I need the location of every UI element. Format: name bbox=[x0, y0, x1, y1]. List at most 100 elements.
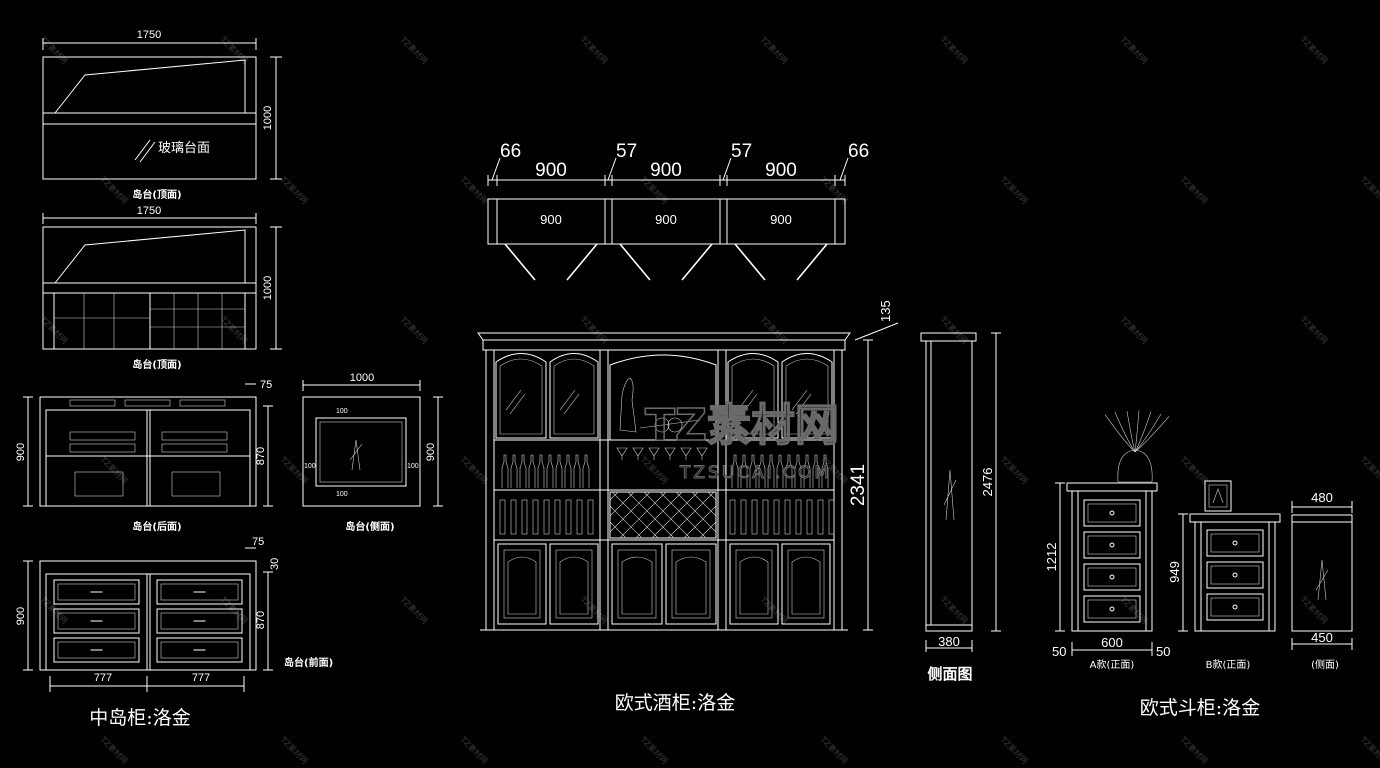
drawer bbox=[1083, 531, 1141, 559]
drawer-knob bbox=[1232, 540, 1238, 546]
dim-small: 75 bbox=[252, 536, 264, 548]
cabinet-door bbox=[729, 543, 779, 625]
glass-door bbox=[549, 353, 599, 439]
watermark-tile: TZ素材网 bbox=[1358, 174, 1380, 206]
drawer-panel bbox=[57, 612, 136, 630]
watermark-url: TZSUCAI.COM bbox=[679, 463, 832, 483]
wine-cabinet-side-view: 2476 380 侧面图 bbox=[920, 332, 1001, 683]
lattice-bar bbox=[691, 491, 717, 517]
drawer-knob bbox=[1109, 606, 1115, 612]
cabinet-door-arch bbox=[559, 556, 589, 615]
glass-reflection bbox=[563, 393, 580, 415]
margin-top: 100 bbox=[336, 408, 348, 415]
cabinet-door bbox=[497, 543, 547, 625]
island-top-view-2: 1750 1000 岛台(顶面) bbox=[42, 205, 282, 371]
chest-model-b: 949 B款(正面) bbox=[1167, 480, 1281, 671]
rack-slot bbox=[795, 499, 802, 535]
bottle bbox=[767, 454, 775, 488]
bottle bbox=[731, 454, 739, 488]
flower-stem bbox=[1134, 416, 1170, 453]
lattice-bar bbox=[619, 491, 667, 539]
watermark-tile: TZ素材网 bbox=[998, 734, 1030, 766]
wine-cabinet-plan-view: 66 57 57 66 900 900 900 900 900 900 bbox=[487, 141, 869, 281]
watermark-tile: TZ素材网 bbox=[398, 314, 430, 346]
glass-top-label: 玻璃台面 bbox=[158, 140, 210, 155]
drawer-knob bbox=[1109, 542, 1115, 548]
watermark-tile: TZ素材网 bbox=[98, 454, 130, 486]
view-caption: 岛台(后面) bbox=[132, 520, 181, 533]
watermark-tile: TZ素材网 bbox=[938, 34, 970, 66]
bottle bbox=[582, 454, 590, 488]
watermark-tile: TZ素材网 bbox=[578, 594, 610, 626]
rack-slot bbox=[751, 499, 758, 535]
rack-slot bbox=[521, 499, 528, 535]
dim-gap: 66 bbox=[500, 141, 521, 162]
rack-slot bbox=[773, 499, 780, 535]
watermark-tile: TZ素材网 bbox=[578, 314, 610, 346]
rack-slot bbox=[565, 499, 572, 535]
drawer-knob bbox=[1109, 574, 1115, 580]
watermark-tile: TZ素材网 bbox=[938, 594, 970, 626]
cabinet-door bbox=[781, 543, 831, 625]
glass-reflection bbox=[795, 393, 812, 415]
dim-height: 2476 bbox=[980, 468, 995, 497]
cabinet-door-arch bbox=[621, 556, 653, 615]
margin-bottom: 100 bbox=[336, 491, 348, 498]
dim-height: 1000 bbox=[262, 276, 274, 300]
cabinet-door-arch bbox=[791, 556, 821, 615]
watermark-tile: TZ素材网 bbox=[98, 174, 130, 206]
glass-door-inner bbox=[499, 358, 543, 435]
rack-slot bbox=[576, 499, 583, 535]
dim-depth: 380 bbox=[938, 634, 960, 649]
dim-height: 2341 bbox=[848, 464, 869, 506]
watermark-tile: TZ素材网 bbox=[758, 594, 790, 626]
view-caption: 岛台(顶面) bbox=[132, 358, 181, 371]
rack-slot bbox=[587, 499, 594, 535]
bottle bbox=[803, 454, 811, 488]
cabinet-door-panel bbox=[671, 549, 711, 619]
drawer-knob bbox=[1109, 510, 1115, 516]
watermark-tile: TZ素材网 bbox=[758, 314, 790, 346]
flower-stem bbox=[1134, 413, 1162, 453]
wine-cabinet-elevation: 2341 135 bbox=[477, 300, 899, 631]
watermark-tile: TZ素材网 bbox=[98, 734, 130, 766]
bottle bbox=[519, 454, 527, 488]
watermark-tile: TZ素材网 bbox=[1298, 34, 1330, 66]
drawer bbox=[53, 608, 140, 634]
drawer-panel bbox=[1087, 567, 1137, 587]
rack-slot bbox=[806, 499, 813, 535]
drawer-panel bbox=[57, 583, 136, 601]
view-caption: B款(正面) bbox=[1206, 658, 1251, 671]
glass-reflection bbox=[741, 393, 758, 415]
watermark-tile: TZ素材网 bbox=[638, 734, 670, 766]
drawer-panel bbox=[1210, 597, 1260, 617]
bottle bbox=[785, 454, 793, 488]
drawer-panel bbox=[160, 641, 239, 659]
lattice-bar bbox=[609, 491, 651, 533]
lattice-bar bbox=[683, 505, 717, 539]
island-side-view: 1000 100 100 100 100 900 岛台(侧面) bbox=[302, 372, 443, 533]
drawer bbox=[1083, 563, 1141, 591]
glass-reflection bbox=[559, 389, 576, 411]
dim-width-a: 777 bbox=[94, 672, 112, 684]
lattice-bar bbox=[675, 491, 717, 533]
watermark-tile: TZ素材网 bbox=[398, 34, 430, 66]
dim-bottom: 450 bbox=[1311, 630, 1333, 645]
cabinet-door-panel bbox=[555, 549, 593, 619]
dim-width: 900 bbox=[535, 160, 567, 181]
lattice-bar bbox=[609, 521, 627, 539]
dim-top: 480 bbox=[1311, 490, 1333, 505]
dim-height-left: 900 bbox=[15, 443, 27, 461]
lattice-bar bbox=[609, 491, 619, 501]
rack-slot bbox=[510, 499, 517, 535]
drawer-knob bbox=[1232, 604, 1238, 610]
view-caption: (侧面) bbox=[1311, 658, 1339, 671]
island-cabinet-title: 中岛柜:洛金 bbox=[89, 707, 190, 729]
watermark-tile: TZ素材网 bbox=[458, 454, 490, 486]
dim-inner: 900 bbox=[540, 212, 562, 227]
cabinet-door-panel bbox=[735, 549, 773, 619]
watermark-tile: TZ素材网 bbox=[758, 34, 790, 66]
chest-title: 欧式斗柜:洛金 bbox=[1140, 697, 1260, 719]
island-front-view: 900 870 30 75 777 777 岛台(前面) bbox=[15, 536, 333, 692]
drawer-panel bbox=[160, 583, 239, 601]
